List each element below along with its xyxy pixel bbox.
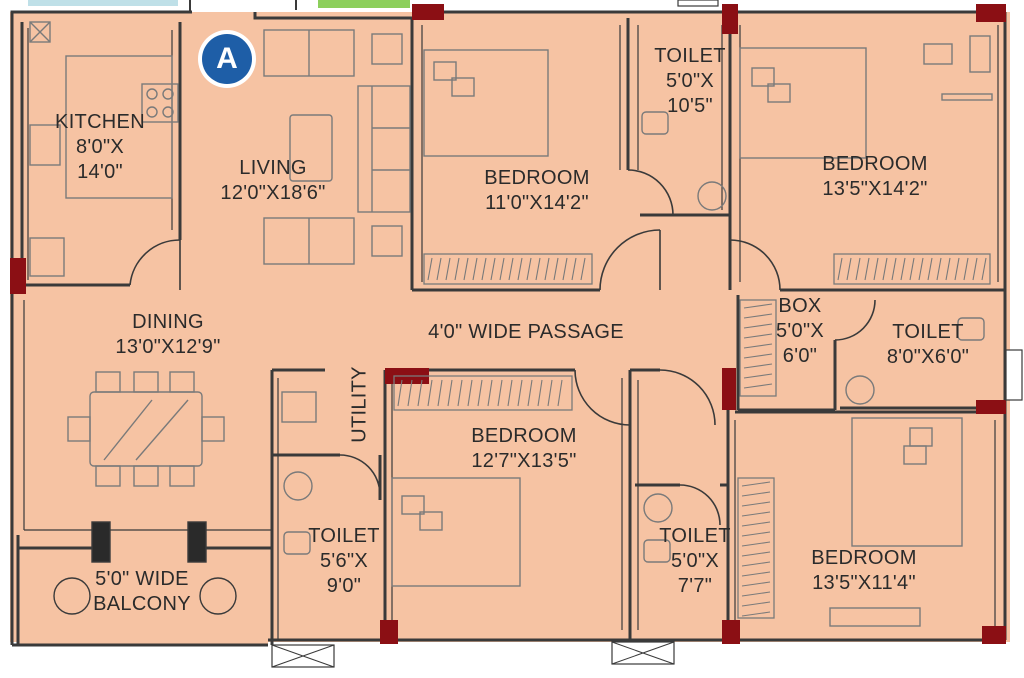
toilet-right-size: 8'0"X6'0": [886, 346, 970, 368]
room-label-bedroom-bottom-right: BEDROOM 13'5"X11'4": [811, 546, 916, 596]
bedroom-furniture: [391, 35, 993, 627]
balcony-features: [53, 521, 237, 615]
toilet-bottom-left-name: TOILET: [308, 525, 380, 547]
balcony-name: BALCONY: [93, 593, 191, 615]
living-name: LIVING: [239, 157, 307, 179]
toilet-bottom-mid-size-length: 7'7": [677, 575, 713, 597]
toilet-top-size-width: 5'0"X: [665, 70, 715, 92]
living-size: 12'0"X18'6": [220, 182, 326, 204]
room-label-box: BOX 5'0"X 6'0": [776, 294, 824, 369]
kitchen-size-length: 14'0": [77, 161, 123, 183]
toilet-bottom-mid-size-width: 5'0"X: [670, 550, 720, 572]
door-swings: [129, 169, 876, 526]
wardrobe-hatching: [397, 257, 987, 617]
toilet-top-size-length: 10'5": [667, 95, 713, 117]
bedroom-center-name: BEDROOM: [471, 425, 577, 447]
kitchen-size-width: 8'0"X: [75, 136, 125, 158]
toilet-bottom-left-size-length: 9'0": [326, 575, 362, 597]
box-size-width: 5'0"X: [775, 320, 825, 342]
room-label-bedroom-center: BEDROOM 12'7"X13'5": [471, 424, 576, 474]
bedroom-center-size: 12'7"X13'5": [471, 450, 577, 472]
structural-columns: [10, 4, 1006, 644]
box-name: BOX: [778, 295, 822, 317]
bedroom-bottom-right-size: 13'5"X11'4": [812, 572, 916, 594]
bedroom-top-right-size: 13'5"X14'2": [822, 178, 928, 200]
passage-name: 4'0" WIDE PASSAGE: [428, 321, 624, 343]
room-label-toilet-top: TOILET 5'0"X 10'5": [654, 44, 725, 119]
room-label-bedroom-top-right: BEDROOM 13'5"X14'2": [822, 152, 927, 202]
dining-name: DINING: [132, 311, 204, 333]
dining-size: 13'0"X12'9": [115, 336, 221, 358]
toilet-bottom-mid-name: TOILET: [659, 525, 731, 547]
unit-marker-badge: A: [198, 30, 256, 88]
kitchen-name: KITCHEN: [55, 111, 145, 133]
toilet-top-name: TOILET: [654, 45, 726, 67]
bedroom-top-right-name: BEDROOM: [822, 153, 928, 175]
kitchen-fixtures: [29, 21, 179, 277]
box-size-length: 6'0": [782, 345, 818, 367]
floor-area: [10, 12, 1010, 645]
room-label-living: LIVING 12'0"X18'6": [220, 156, 325, 206]
room-label-dining: DINING 13'0"X12'9": [115, 310, 220, 360]
living-furniture: [263, 29, 411, 265]
dining-table: [67, 371, 225, 487]
bedroom-top-left-size: 11'0"X14'2": [485, 192, 589, 214]
unit-marker-letter: A: [202, 34, 252, 84]
room-label-utility: UTILITY: [348, 366, 373, 443]
wardrobes: [393, 253, 991, 619]
room-label-toilet-bottom-mid: TOILET 5'0"X 7'7": [659, 524, 730, 599]
bedroom-bottom-right-name: BEDROOM: [811, 547, 917, 569]
exterior-green-patch: [318, 0, 410, 8]
toilet-right-name: TOILET: [892, 321, 964, 343]
room-label-toilet-right: TOILET 8'0"X6'0": [887, 320, 969, 370]
balcony-width: 5'0" WIDE: [95, 568, 189, 590]
bedroom-top-left-name: BEDROOM: [484, 167, 590, 189]
utility-name: UTILITY: [348, 366, 371, 443]
room-label-kitchen: KITCHEN 8'0"X 14'0": [55, 110, 145, 185]
room-label-balcony: 5'0" WIDE BALCONY: [93, 567, 191, 617]
room-label-bedroom-top-left: BEDROOM 11'0"X14'2": [484, 166, 589, 216]
toilet-bottom-left-size-width: 5'6"X: [319, 550, 369, 572]
exterior-blue-patch: [28, 0, 178, 6]
toilet-fixtures: [281, 111, 985, 563]
room-label-passage: 4'0" WIDE PASSAGE: [428, 320, 624, 345]
room-label-toilet-bottom-left: TOILET 5'6"X 9'0": [308, 524, 379, 599]
